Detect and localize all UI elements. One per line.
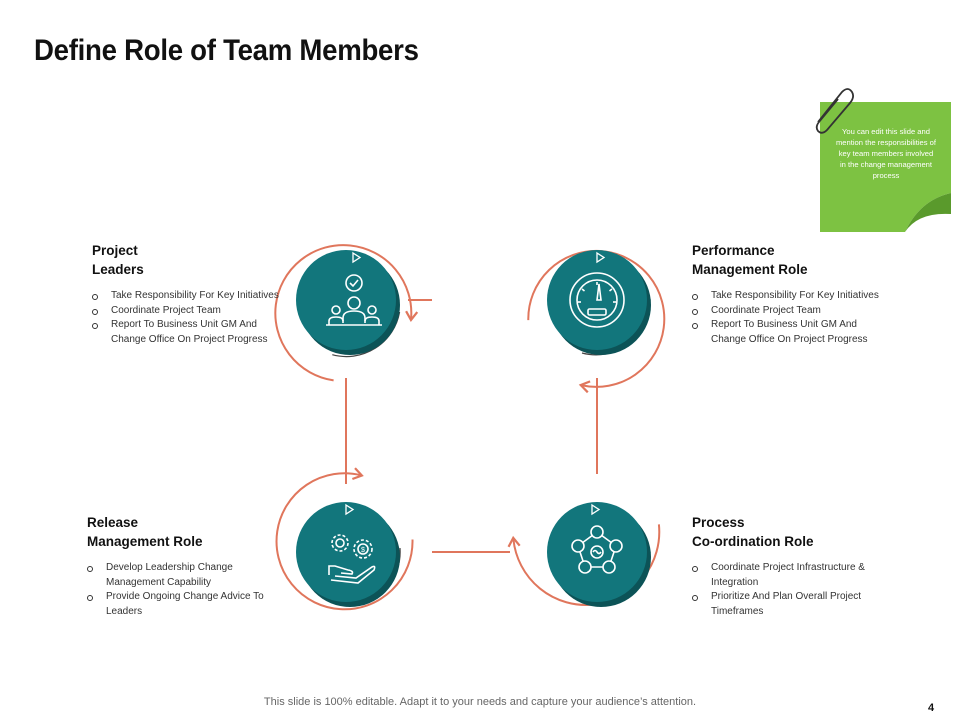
gear-money-hand-icon: $	[328, 534, 376, 584]
sticky-note	[815, 88, 951, 232]
list-item: Prioritize And Plan Overall Project Time…	[692, 590, 882, 619]
list-item: Coordinate Project Team	[692, 304, 882, 319]
team-leader-icon	[326, 274, 382, 326]
speedometer-icon	[569, 272, 625, 328]
sticky-note-text: You can edit this slide and mention the …	[835, 127, 937, 180]
role-bullets: Coordinate Project Infrastructure & Inte…	[692, 561, 882, 619]
role-circle-project-leaders	[274, 244, 419, 382]
start-marker	[352, 251, 362, 264]
role-circle-process-coordination	[507, 502, 661, 607]
paper-clip-icon	[815, 88, 855, 134]
svg-text:$: $	[361, 547, 365, 554]
role-bullets: Take Responsibility For Key Initiatives …	[92, 289, 282, 347]
page-number: 4	[928, 702, 935, 714]
list-item: Take Responsibility For Key Initiatives	[92, 289, 282, 304]
connector-lines	[345, 299, 598, 553]
network-icon	[571, 525, 623, 574]
role-circle-release-management: $	[275, 467, 414, 611]
start-marker	[591, 503, 601, 516]
footer-text: This slide is 100% editable. Adapt it to…	[263, 696, 697, 708]
list-item: Provide Ongoing Change Advice To Leaders	[87, 590, 277, 619]
role-bullets: Develop Leadership Change Management Cap…	[87, 561, 277, 619]
start-marker	[345, 503, 355, 516]
list-item: Develop Leadership Change Management Cap…	[87, 561, 277, 590]
role-bullets: Take Responsibility For Key Initiatives …	[692, 289, 882, 347]
list-item: Take Responsibility For Key Initiatives	[692, 289, 882, 304]
icon-disc	[296, 502, 396, 602]
orbit-arc	[527, 249, 666, 394]
list-item: Report To Business Unit GM And Change Of…	[92, 318, 282, 347]
start-marker	[596, 251, 606, 264]
orbit-arc	[275, 467, 414, 611]
list-item: Coordinate Project Team	[92, 304, 282, 319]
list-item: Coordinate Project Infrastructure & Inte…	[692, 561, 882, 590]
role-circle-performance-management	[527, 249, 666, 394]
list-item: Report To Business Unit GM And Change Of…	[692, 318, 882, 347]
page-title: Define Role of Team Members	[34, 34, 419, 67]
orbit-arc	[274, 244, 419, 382]
icon-disc	[296, 250, 396, 350]
